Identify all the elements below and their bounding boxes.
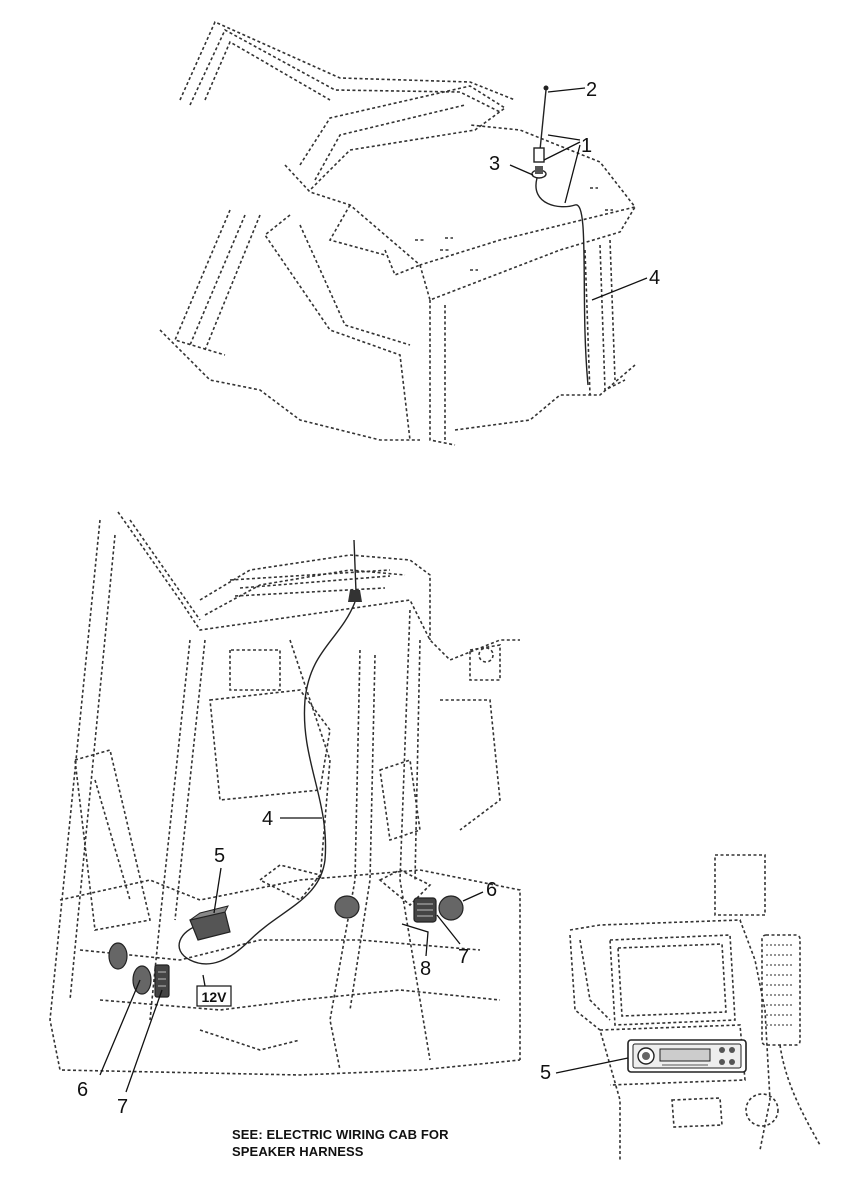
label-12v: 12V bbox=[202, 989, 228, 1005]
callout-8: 8 bbox=[420, 958, 431, 980]
dashboard-view: 5 bbox=[540, 854, 821, 1160]
wiring-note-line-1: SEE: ELECTRIC WIRING CAB FOR bbox=[232, 1127, 449, 1142]
callout-2: 2 bbox=[586, 79, 597, 101]
callout-7-right: 7 bbox=[458, 946, 469, 968]
cab-roof-view: 2 1 3 4 bbox=[159, 20, 660, 446]
callout-6-right: 6 bbox=[486, 879, 497, 901]
callout-4-cab: 4 bbox=[262, 808, 273, 830]
callout-1: 1 bbox=[581, 135, 592, 157]
callout-5-dash: 5 bbox=[540, 1062, 551, 1084]
wiring-note: SEE: ELECTRIC WIRING CAB FOR SPEAKER HAR… bbox=[232, 1126, 449, 1160]
callout-7-left: 7 bbox=[117, 1096, 128, 1118]
callout-4-top: 4 bbox=[649, 267, 660, 289]
callout-5-cab: 5 bbox=[214, 845, 225, 867]
cab-interior-view: 12V 4 5 6 7 8 6 7 bbox=[49, 511, 521, 1118]
callout-3: 3 bbox=[489, 153, 500, 175]
wiring-note-line-2: SPEAKER HARNESS bbox=[232, 1144, 364, 1159]
callout-6-left: 6 bbox=[77, 1079, 88, 1101]
